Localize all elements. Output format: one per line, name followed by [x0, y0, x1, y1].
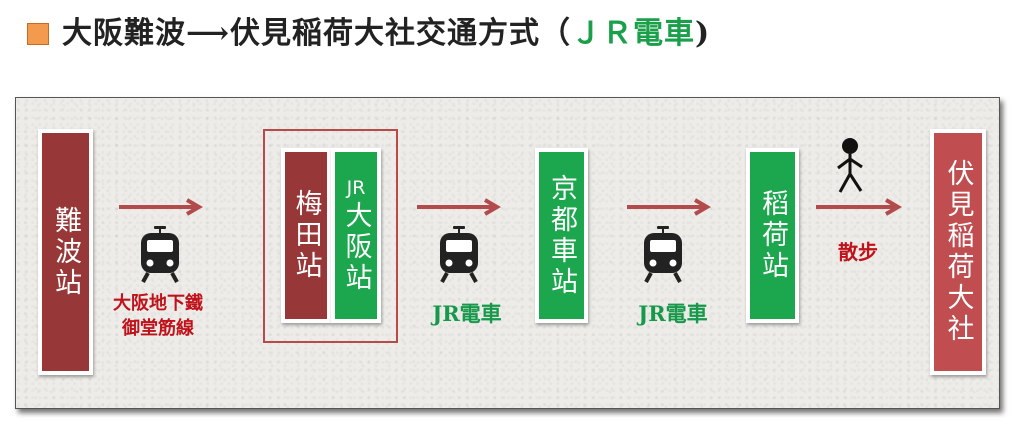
right-arrow-icon [119, 198, 203, 216]
station-inari: 稻荷站 [746, 148, 799, 323]
station-fushimi-inari: 伏見稲荷大社 [930, 129, 986, 375]
station-umeda: 梅田站 [281, 148, 331, 323]
transfer-group-box [263, 129, 398, 343]
route-panel [15, 97, 1000, 409]
title-main: 大阪難波⟶伏見稲荷大社交通方式（ [62, 16, 572, 51]
jr-train-label-1: JR電車 [432, 301, 502, 326]
station-namba: 難波站 [38, 129, 93, 375]
title-bullet-icon [27, 23, 49, 45]
jr-train-label-2: JR電車 [638, 301, 708, 326]
train-front-icon [644, 226, 682, 283]
subway-line-name: 大阪地下鐵 [113, 293, 203, 314]
walking-person-icon [837, 138, 863, 193]
subway-line-route: 御堂筋線 [122, 318, 194, 339]
station-fushimi-inari-label: 伏見稲荷大社 [942, 159, 974, 345]
station-umeda-label: 梅田站 [290, 189, 322, 282]
station-namba-label: 難波站 [50, 205, 81, 299]
station-kyoto: 京都車站 [535, 148, 588, 323]
page-title: 大阪難波⟶伏見稲荷大社交通方式（ＪＲ電車) [62, 12, 710, 56]
station-kyoto-label: 京都車站 [546, 173, 577, 298]
station-jr-osaka-label: 大阪站 [340, 201, 372, 294]
walk-label: 散步 [838, 240, 878, 264]
title-close: ) [695, 16, 711, 51]
station-inari-label: 稻荷站 [757, 189, 788, 282]
right-arrow-icon [816, 198, 902, 216]
train-front-icon [440, 226, 478, 283]
title-highlight: ＪＲ電車 [571, 16, 696, 51]
station-jr-osaka-prefix: JR [346, 177, 366, 199]
train-front-icon [141, 226, 179, 283]
subway-line-label: 大阪地下鐵 御堂筋線 [98, 291, 218, 341]
right-arrow-icon [417, 198, 501, 216]
right-arrow-icon [627, 198, 711, 216]
station-jr-osaka: JR 大阪站 [331, 148, 381, 323]
